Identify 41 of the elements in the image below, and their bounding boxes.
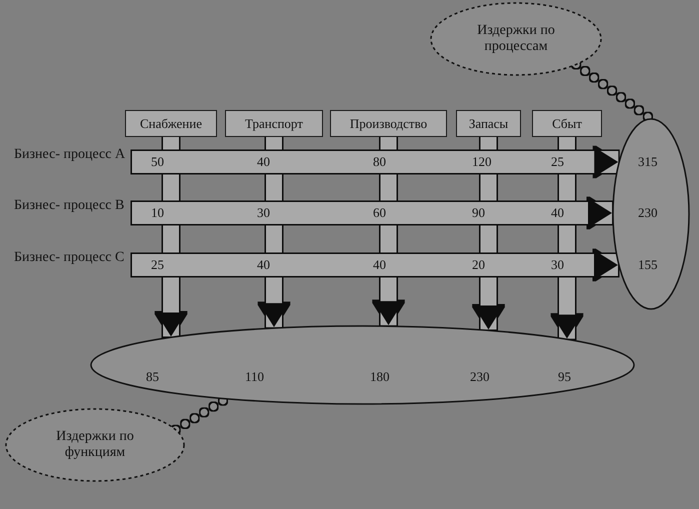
cost-total: 85 — [146, 369, 159, 384]
cost-value: 80 — [372, 154, 387, 169]
cost-value: 30 — [550, 257, 565, 272]
cost-value: 30 — [256, 205, 271, 220]
thought-bubble-tail — [172, 396, 228, 434]
function-box: Транспорт — [225, 110, 323, 137]
cost-value: 25 — [550, 154, 565, 169]
cost-value: 60 — [372, 205, 387, 220]
bar-arrow — [132, 198, 612, 228]
cost-total: 230 — [638, 205, 658, 220]
process-name: Бизнес- процесс С — [14, 250, 124, 265]
cost-total: 180 — [370, 369, 390, 384]
process-name: Бизнес- процесс А — [14, 147, 126, 162]
bar-arrow — [156, 137, 186, 337]
cost-value: 40 — [256, 154, 271, 169]
function-box: Производство — [330, 110, 447, 137]
bar-arrow — [474, 137, 504, 330]
cost-value: 40 — [256, 257, 271, 272]
cost-value: 40 — [372, 257, 387, 272]
cost-value: 50 — [150, 154, 165, 169]
cost-value: 20 — [471, 257, 486, 272]
function-box: Снабжение — [125, 110, 217, 137]
bar-arrow — [259, 137, 289, 328]
callout-text: Издержки по функциям — [55, 429, 135, 461]
cost-total: 95 — [558, 369, 571, 384]
function-box: Запасы — [456, 110, 521, 137]
cost-value: 25 — [150, 257, 165, 272]
bar-arrow — [374, 137, 404, 326]
cost-value: 120 — [471, 154, 492, 169]
cost-value: 90 — [471, 205, 486, 220]
process-name: Бизнес- процесс В — [14, 198, 124, 213]
cost-total: 230 — [470, 369, 490, 384]
cost-total: 315 — [638, 154, 658, 169]
cost-value: 40 — [550, 205, 565, 220]
callout-text: Издержки по процессам — [476, 23, 556, 55]
bar-arrow — [132, 250, 618, 280]
cost-total: 110 — [245, 369, 264, 384]
function-box: Сбыт — [532, 110, 602, 137]
cost-value: 10 — [150, 205, 165, 220]
bar-arrow — [132, 147, 618, 177]
cost-total: 155 — [638, 257, 658, 272]
